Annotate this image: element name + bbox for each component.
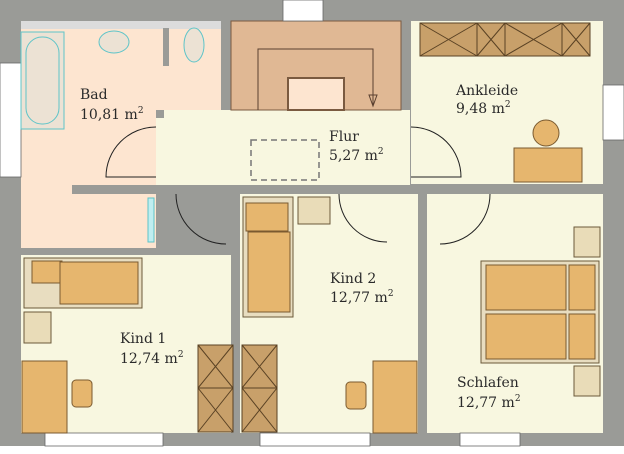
- chair-kind2: [345, 381, 367, 410]
- room-label-bad: Bad: [80, 87, 108, 103]
- room-label-kind2: Kind 2: [330, 271, 376, 287]
- nightstand: [297, 196, 331, 225]
- room-area-kind2: 12,77 m2: [330, 289, 394, 306]
- doors[interactable]: [105, 126, 491, 245]
- nightstand: [23, 311, 52, 344]
- toilet: [183, 27, 205, 63]
- wall-stub: [163, 28, 169, 66]
- wardrobe: [419, 22, 591, 57]
- wardrobe-kind1: [197, 344, 234, 433]
- room-area-bad: 10,81 m2: [80, 106, 144, 123]
- double-bed: [480, 260, 600, 364]
- room-area-flur: 5,27 m2: [329, 147, 384, 164]
- vanity-desk: [513, 147, 583, 183]
- sink: [98, 30, 130, 54]
- wall-stub: [72, 185, 176, 194]
- desk-kind1: [21, 360, 68, 434]
- stairs: [230, 20, 402, 111]
- wardrobe-kind2: [241, 344, 278, 433]
- radiator: [147, 197, 155, 243]
- room-label-kind1: Kind 1: [120, 331, 166, 347]
- bathtub: [20, 31, 65, 130]
- chair: [532, 119, 560, 147]
- nightstand: [573, 365, 601, 397]
- room-label-ankleide: Ankleide: [455, 83, 518, 99]
- skylight: [250, 139, 320, 181]
- room-label-schlafen: Schlafen: [457, 375, 519, 391]
- nightstand: [573, 226, 601, 258]
- chair-kind1: [71, 379, 93, 408]
- room-flur[interactable]: [156, 110, 410, 185]
- wall-stub: [156, 110, 164, 118]
- bed-kind2: [242, 196, 294, 318]
- room-area-kind1: 12,74 m2: [120, 350, 184, 367]
- room-area-ankleide: 9,48 m2: [456, 100, 511, 117]
- room-area-schlafen: 12,77 m2: [457, 394, 521, 411]
- bottom-margin: [0, 446, 624, 454]
- room-label-flur: Flur: [329, 129, 359, 145]
- bed-kind1: [23, 257, 143, 309]
- desk-kind2: [372, 360, 418, 434]
